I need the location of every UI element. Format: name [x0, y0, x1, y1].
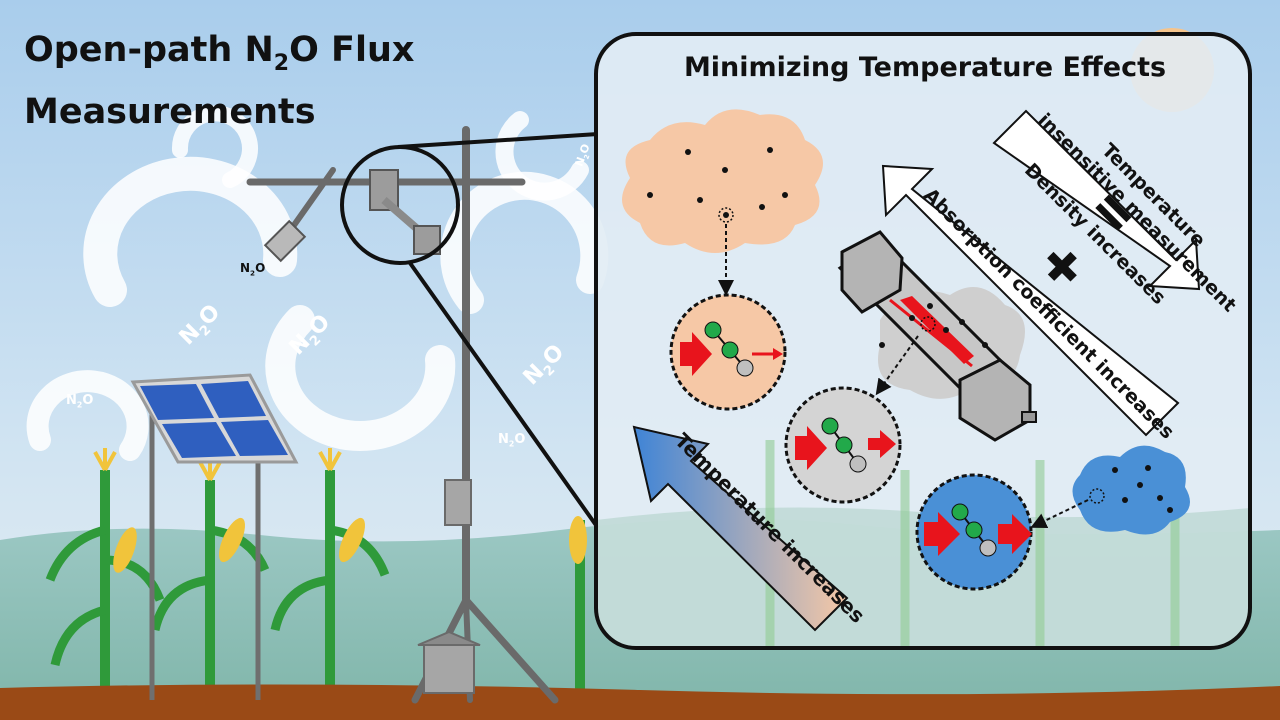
gas-analyzer-sensor — [263, 169, 441, 263]
zoom-connector-top — [397, 132, 599, 149]
corn-plants — [45, 448, 587, 690]
cool-zoom-pointer — [1030, 499, 1089, 529]
open-path-analyzer — [837, 230, 1037, 442]
main-title: Open-path N2O Flux Measurements — [24, 26, 414, 136]
main-title-subscript: 2 — [273, 51, 290, 76]
cool-air-cloud — [1072, 445, 1190, 535]
soil — [0, 684, 1280, 720]
n2o-label: N2O — [66, 393, 94, 410]
absorption-arrow — [881, 164, 1180, 437]
zoom-connector-bottom — [408, 261, 600, 530]
main-title-line1-suffix: O Flux — [289, 30, 415, 70]
eddy-covariance-tower — [246, 126, 559, 704]
panel-title: Minimizing Temperature Effects — [683, 52, 1167, 83]
main-title-line1-prefix: Open-path N — [24, 30, 274, 70]
n2o-label: N2O — [498, 432, 526, 449]
temperature-increase-arrow — [632, 425, 849, 632]
warm-molecule-circle — [669, 293, 787, 411]
n2o-label: N2O — [240, 261, 266, 278]
cool-molecule-circle — [915, 473, 1033, 591]
warm-air-cloud — [622, 109, 823, 253]
density-arrow — [992, 109, 1201, 291]
solar-panel — [130, 373, 299, 700]
plus-symbol — [1047, 251, 1077, 282]
main-title-line2: Measurements — [24, 92, 316, 132]
equals-symbol — [1095, 194, 1132, 231]
mixed-zoom-pointer — [875, 335, 919, 396]
mixed-molecule-circle — [784, 386, 902, 504]
